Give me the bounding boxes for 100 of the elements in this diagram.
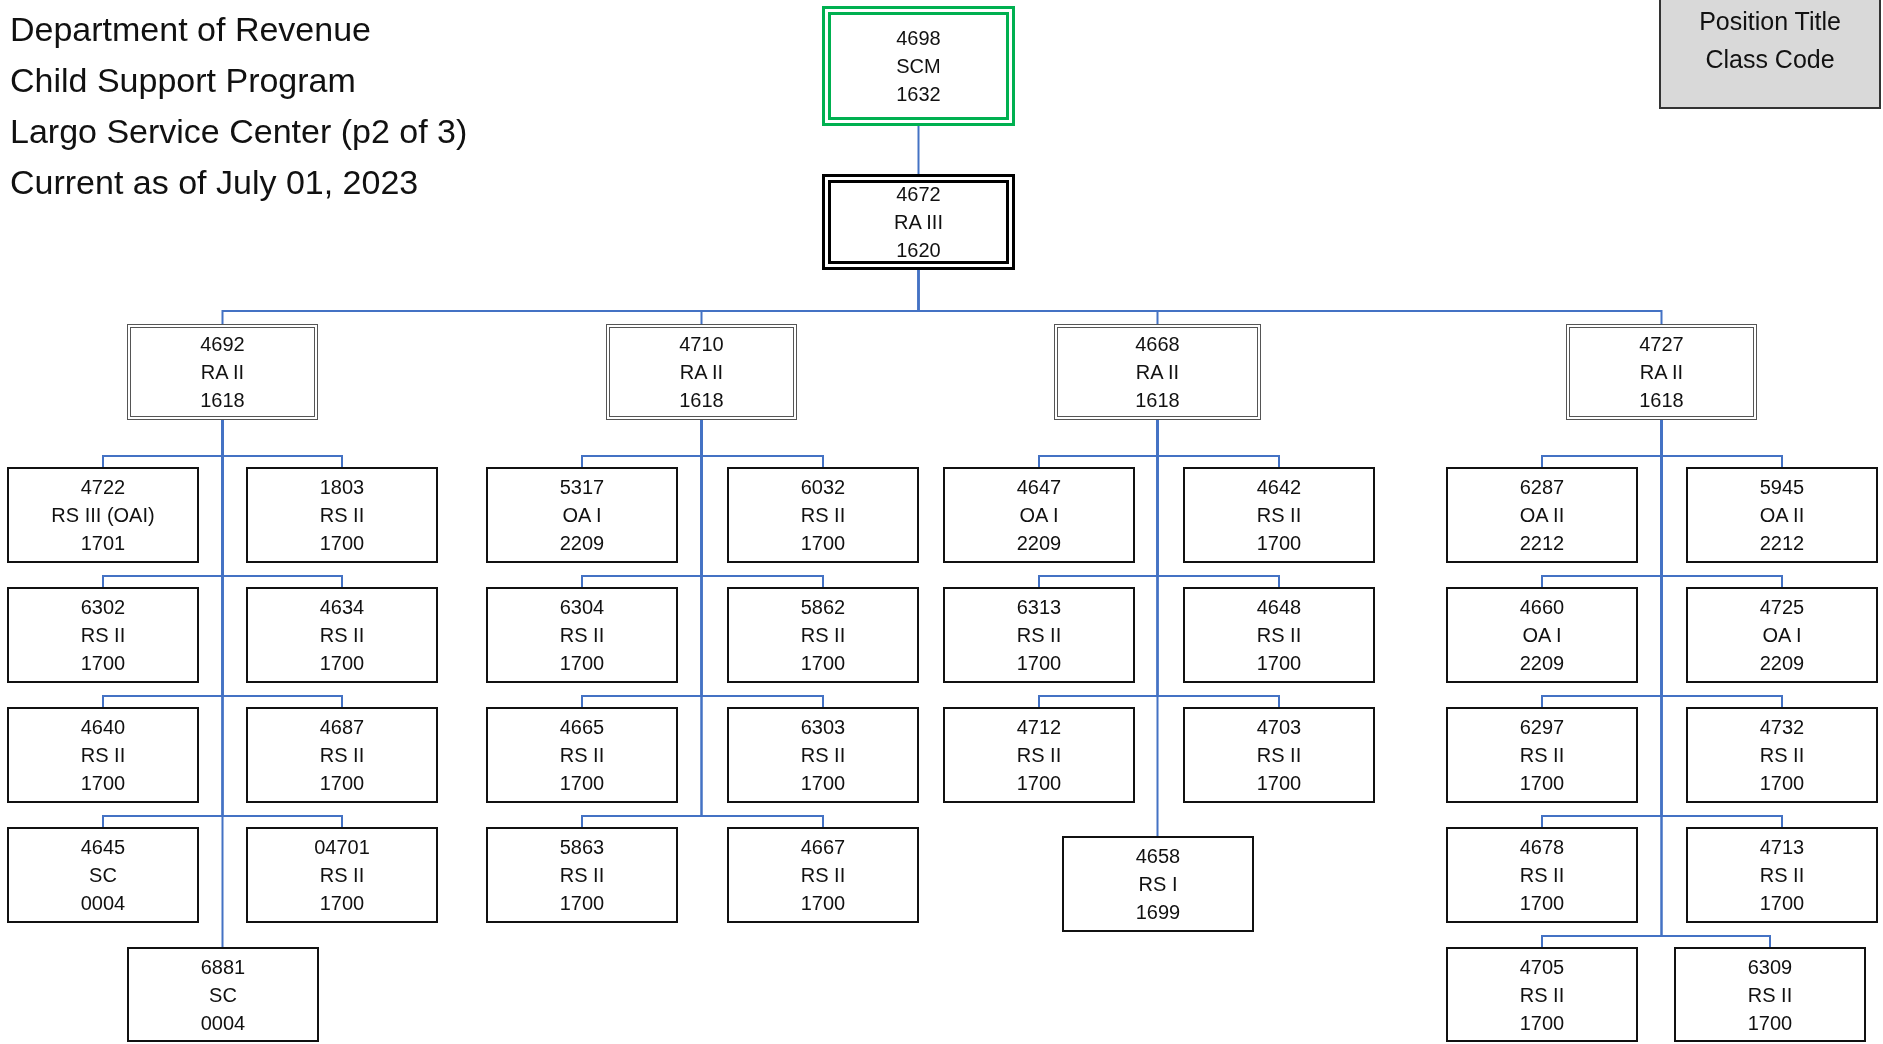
- position-text: 4698: [896, 26, 941, 51]
- position-text: 4634: [319, 595, 365, 620]
- position-text: 1699: [1135, 900, 1181, 925]
- position-text: 4732: [1759, 715, 1805, 740]
- position-text: 1803: [319, 475, 365, 500]
- position-text: RA II: [1639, 360, 1684, 385]
- position-box: [7, 467, 199, 563]
- position-text: RS II: [1016, 623, 1062, 648]
- position-text: RS II: [1747, 982, 1793, 1008]
- position-text: 1700: [80, 771, 126, 796]
- position-text: 4642: [1256, 475, 1302, 500]
- position-text: 1618: [1639, 388, 1684, 413]
- position-text: RS II: [319, 743, 365, 768]
- position-text: 1618: [1135, 388, 1180, 413]
- position-text: 1620: [896, 238, 941, 263]
- position-box: [7, 707, 199, 803]
- position-box: [1686, 827, 1878, 923]
- position-text: 6881: [200, 954, 246, 980]
- position-box: [822, 174, 1015, 270]
- position-text: RS II: [559, 623, 605, 648]
- position-text: SC: [209, 982, 237, 1008]
- position-box: [1446, 707, 1638, 803]
- position-text: RS II: [80, 623, 126, 648]
- position-text: 1700: [1016, 771, 1062, 796]
- position-text: 1700: [1016, 651, 1062, 676]
- position-text: OA I: [562, 503, 602, 528]
- position-box: [1686, 467, 1878, 563]
- position-box: [486, 467, 678, 563]
- position-text: 2209: [559, 531, 605, 556]
- connector-line: [917, 269, 1663, 325]
- position-text: 1700: [80, 651, 126, 676]
- position-text: 1618: [200, 388, 245, 413]
- position-box: [1183, 587, 1375, 683]
- position-text: 1700: [559, 891, 605, 916]
- position-text: 4660: [1519, 595, 1565, 620]
- position-text: RS II: [1016, 743, 1062, 768]
- position-text: 4703: [1256, 715, 1302, 740]
- position-box: [1054, 324, 1261, 420]
- position-box: [1062, 836, 1254, 932]
- position-text: 2209: [1519, 651, 1565, 676]
- position-text: 1700: [800, 891, 846, 916]
- position-text: RA II: [200, 360, 245, 385]
- position-text: RS II: [1256, 743, 1302, 768]
- position-box: [1183, 707, 1375, 803]
- position-box: [1686, 707, 1878, 803]
- position-box: [943, 587, 1135, 683]
- position-box: [727, 587, 919, 683]
- position-text: 4710: [679, 332, 724, 357]
- position-text: 4678: [1519, 835, 1565, 860]
- position-text: 5863: [559, 835, 605, 860]
- position-box: [606, 324, 797, 420]
- position-box: [486, 707, 678, 803]
- position-box: [246, 587, 438, 683]
- position-text: 1700: [1747, 1010, 1793, 1036]
- position-text: 4712: [1016, 715, 1062, 740]
- position-box: [246, 827, 438, 923]
- position-text: 6032: [800, 475, 846, 500]
- position-text: 1700: [1759, 891, 1805, 916]
- position-text: 4722: [80, 475, 126, 500]
- position-text: RS II: [319, 623, 365, 648]
- position-text: 4668: [1135, 332, 1180, 357]
- position-box: [127, 324, 318, 420]
- position-text: 2212: [1759, 531, 1805, 556]
- position-text: Class Code: [1705, 44, 1835, 75]
- position-box: [1566, 324, 1757, 420]
- position-box: [1446, 947, 1638, 1042]
- position-text: OA I: [1019, 503, 1059, 528]
- position-text: 1700: [1256, 531, 1302, 556]
- position-text: 4645: [80, 835, 126, 860]
- position-text: 1632: [896, 82, 941, 107]
- position-box: [486, 827, 678, 923]
- position-text: 5945: [1759, 475, 1805, 500]
- position-text: 4725: [1759, 595, 1805, 620]
- position-text: 4672: [896, 182, 941, 207]
- position-box: [7, 827, 199, 923]
- position-box: [1686, 587, 1878, 683]
- position-text: 0004: [80, 891, 126, 916]
- position-text: 1700: [319, 891, 365, 916]
- position-text: 1700: [800, 651, 846, 676]
- position-text: RS III (OAI): [51, 503, 155, 528]
- heading-text: Department of Revenue: [10, 9, 371, 50]
- position-text: 0004: [200, 1010, 246, 1036]
- position-text: 1701: [80, 531, 126, 556]
- position-text: 1700: [1519, 771, 1565, 796]
- position-text: 1618: [679, 388, 724, 413]
- position-text: 1700: [319, 531, 365, 556]
- position-text: RS I: [1138, 872, 1178, 897]
- position-text: RS II: [1256, 503, 1302, 528]
- position-text: RS II: [80, 743, 126, 768]
- position-box: [1446, 467, 1638, 563]
- position-text: RS II: [1256, 623, 1302, 648]
- position-text: 1700: [1519, 1010, 1565, 1036]
- position-text: RS II: [319, 863, 365, 888]
- position-text: 4640: [80, 715, 126, 740]
- position-text: RS II: [559, 743, 605, 768]
- position-text: RA III: [894, 210, 943, 235]
- position-box: [943, 707, 1135, 803]
- position-text: 4705: [1519, 954, 1565, 980]
- position-box: [822, 6, 1015, 126]
- position-text: RS II: [800, 503, 846, 528]
